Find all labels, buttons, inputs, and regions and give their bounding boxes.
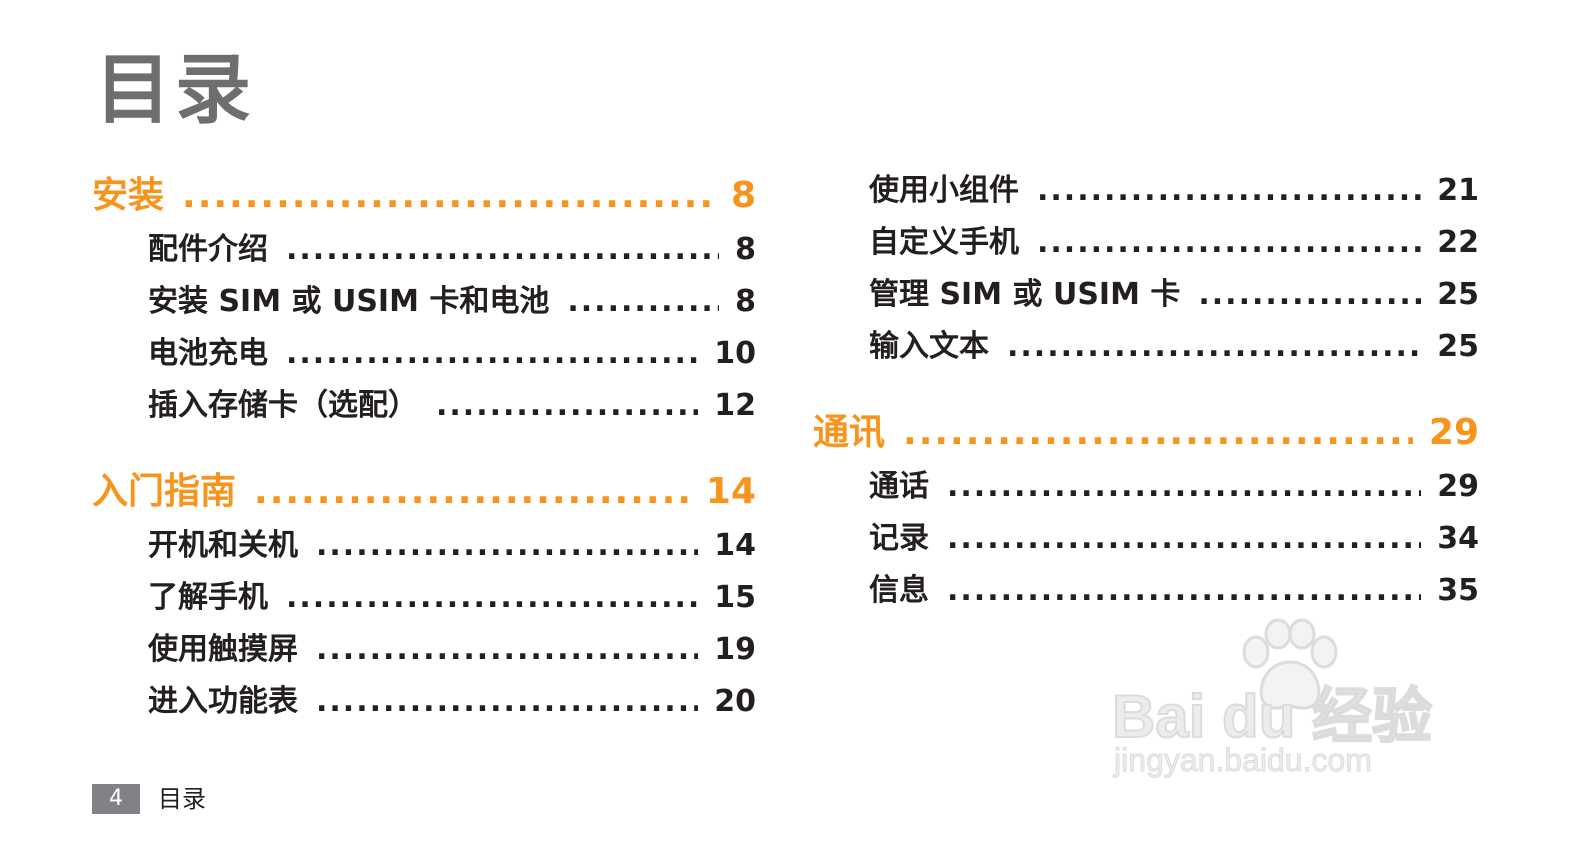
toc-entry-page: 19	[714, 632, 756, 667]
toc-entry-label: 记录	[869, 521, 929, 556]
toc-entry[interactable]: 信息 35	[813, 565, 1479, 617]
dot-leader	[182, 168, 715, 224]
toc-entry-label: 输入文本	[869, 329, 989, 364]
toc-heading-install[interactable]: 安装 8	[92, 168, 756, 224]
page-title: 目录	[95, 45, 255, 134]
dot-leader	[286, 224, 719, 276]
toc-entry[interactable]: 配件介绍 8	[92, 224, 756, 276]
dot-leader	[1037, 165, 1421, 217]
page-number: 4	[92, 784, 140, 814]
dot-leader	[1037, 217, 1421, 269]
toc-entry[interactable]: 记录 34	[813, 513, 1479, 565]
toc-entry[interactable]: 进入功能表 20	[92, 676, 756, 728]
toc-entry-page: 15	[714, 580, 756, 615]
toc-section-install: 安装 8 配件介绍 8 安装 SIM 或 USIM 卡和电池 8 电池充电 10…	[92, 168, 756, 432]
toc-entry-label: 使用触摸屏	[148, 632, 298, 667]
baidu-watermark: Bai du 经验 jingyan.baidu.com	[1111, 618, 1482, 788]
dot-leader	[254, 464, 690, 520]
watermark-url: jingyan.baidu.com	[1114, 742, 1373, 779]
toc-entry-label: 开机和关机	[148, 528, 298, 563]
toc-entry-label: 了解手机	[148, 580, 268, 615]
toc-entry-page: 22	[1437, 225, 1479, 260]
toc-entry-page: 10	[714, 336, 756, 371]
dot-leader	[1007, 321, 1421, 373]
toc-entry-label: 进入功能表	[148, 684, 298, 719]
dot-leader	[903, 405, 1413, 461]
toc-entry-page: 14	[714, 528, 756, 563]
toc-entry-page: 25	[1437, 329, 1479, 364]
toc-entry[interactable]: 开机和关机 14	[92, 520, 756, 572]
dot-leader	[947, 461, 1421, 513]
toc-entry[interactable]: 电池充电 10	[92, 328, 756, 380]
toc-entry[interactable]: 自定义手机 22	[813, 217, 1479, 269]
toc-entry[interactable]: 使用小组件 21	[813, 165, 1479, 217]
toc-entry-label: 信息	[869, 573, 929, 608]
toc-section-getting-started: 入门指南 14 开机和关机 14 了解手机 15 使用触摸屏 19 进入功能表 …	[92, 464, 756, 728]
toc-entry-label: 电池充电	[148, 336, 268, 371]
toc-heading-label: 通讯	[813, 412, 886, 453]
toc-entry-label: 自定义手机	[869, 225, 1019, 260]
toc-entry[interactable]: 插入存储卡（选配） 12	[92, 380, 756, 432]
toc-heading-communication[interactable]: 通讯 29	[813, 405, 1479, 461]
toc-entry-page: 21	[1437, 173, 1479, 208]
toc-entry-label: 插入存储卡（选配）	[148, 388, 418, 423]
toc-entry-page: 20	[714, 684, 756, 719]
toc-entry-page: 25	[1437, 277, 1479, 312]
dot-leader	[316, 520, 698, 572]
toc-section-continued: 使用小组件 21 自定义手机 22 管理 SIM 或 USIM 卡 25 输入文…	[813, 165, 1479, 373]
toc-entry-page: 29	[1437, 469, 1479, 504]
dot-leader	[316, 676, 698, 728]
toc-entry-page: 12	[714, 388, 756, 423]
paw-icon	[1242, 618, 1338, 710]
dot-leader	[286, 572, 698, 624]
toc-entry-page: 8	[735, 284, 756, 319]
toc-heading-label: 安装	[92, 175, 165, 216]
toc-left-column: 安装 8 配件介绍 8 安装 SIM 或 USIM 卡和电池 8 电池充电 10…	[92, 168, 756, 760]
toc-entry-label: 管理 SIM 或 USIM 卡	[869, 277, 1181, 312]
toc-entry[interactable]: 了解手机 15	[92, 572, 756, 624]
toc-entry[interactable]: 输入文本 25	[813, 321, 1479, 373]
toc-heading-label: 入门指南	[92, 471, 237, 512]
toc-entry[interactable]: 使用触摸屏 19	[92, 624, 756, 676]
toc-entry-page: 8	[735, 232, 756, 267]
toc-entry-label: 通话	[869, 469, 929, 504]
toc-entry-label: 配件介绍	[148, 232, 268, 267]
page-footer: 4 目录	[92, 784, 206, 814]
toc-heading-getting-started[interactable]: 入门指南 14	[92, 464, 756, 520]
dot-leader	[947, 565, 1421, 617]
dot-leader	[316, 624, 698, 676]
dot-leader	[567, 276, 719, 328]
dot-leader	[436, 380, 698, 432]
toc-heading-page: 14	[705, 471, 756, 512]
toc-section-communication: 通讯 29 通话 29 记录 34 信息 35	[813, 405, 1479, 617]
toc-entry-label: 安装 SIM 或 USIM 卡和电池	[148, 284, 550, 319]
dot-leader	[286, 328, 698, 380]
toc-entry-page: 35	[1437, 573, 1479, 608]
toc-heading-page: 8	[730, 175, 756, 216]
watermark-logo-text: Bai du 经验	[1111, 682, 1433, 751]
toc-entry[interactable]: 通话 29	[813, 461, 1479, 513]
dot-leader	[1198, 269, 1421, 321]
toc-entry-page: 34	[1437, 521, 1479, 556]
toc-right-column: 使用小组件 21 自定义手机 22 管理 SIM 或 USIM 卡 25 输入文…	[813, 165, 1479, 649]
toc-heading-page: 29	[1428, 412, 1479, 453]
footer-title: 目录	[158, 785, 206, 813]
dot-leader	[947, 513, 1421, 565]
toc-entry-label: 使用小组件	[869, 173, 1019, 208]
toc-entry[interactable]: 管理 SIM 或 USIM 卡 25	[813, 269, 1479, 321]
toc-entry[interactable]: 安装 SIM 或 USIM 卡和电池 8	[92, 276, 756, 328]
